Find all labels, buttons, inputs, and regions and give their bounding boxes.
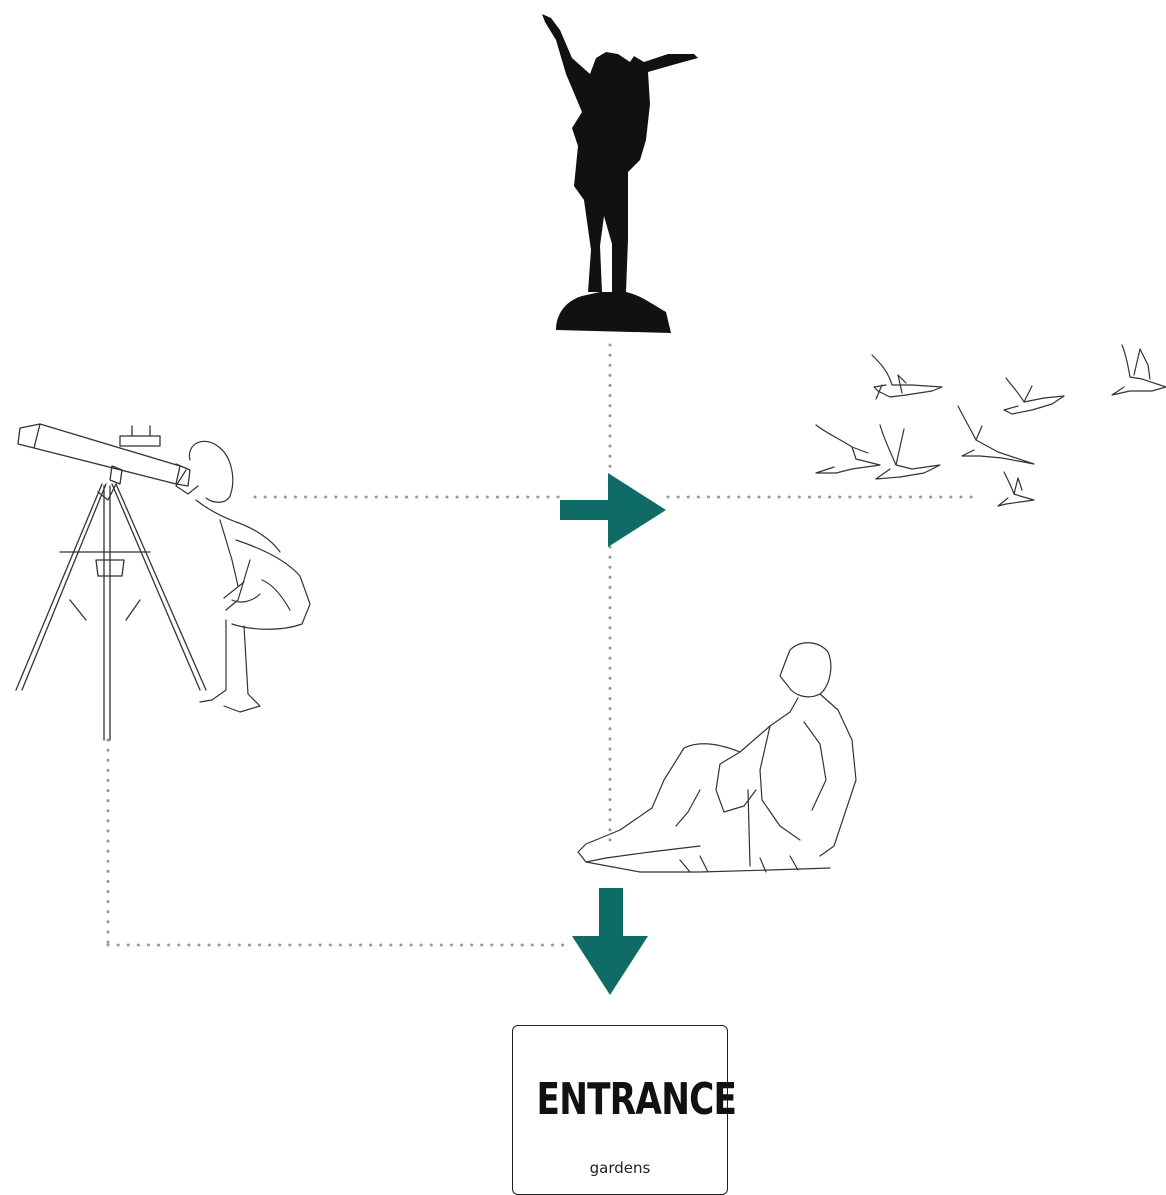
bird — [876, 425, 940, 479]
sign-title: ENTRANCE — [537, 1078, 704, 1122]
sign-subtitle: gardens — [513, 1159, 727, 1177]
birds-icon — [816, 345, 1166, 506]
person-arms-raised-icon — [542, 14, 698, 333]
bird — [998, 472, 1034, 506]
arrow-right-icon — [560, 473, 666, 547]
telescope-icon — [16, 424, 206, 740]
person-resting-icon — [578, 643, 856, 872]
dotted-connectors — [108, 345, 980, 945]
child-figure — [176, 441, 310, 712]
bird — [816, 425, 880, 473]
bird — [958, 406, 1034, 464]
entrance-sign: ENTRANCE gardens — [512, 1025, 728, 1195]
arrow-down-icon — [572, 888, 648, 995]
bird — [1112, 345, 1166, 395]
bird — [872, 355, 942, 399]
bird — [1004, 378, 1064, 414]
